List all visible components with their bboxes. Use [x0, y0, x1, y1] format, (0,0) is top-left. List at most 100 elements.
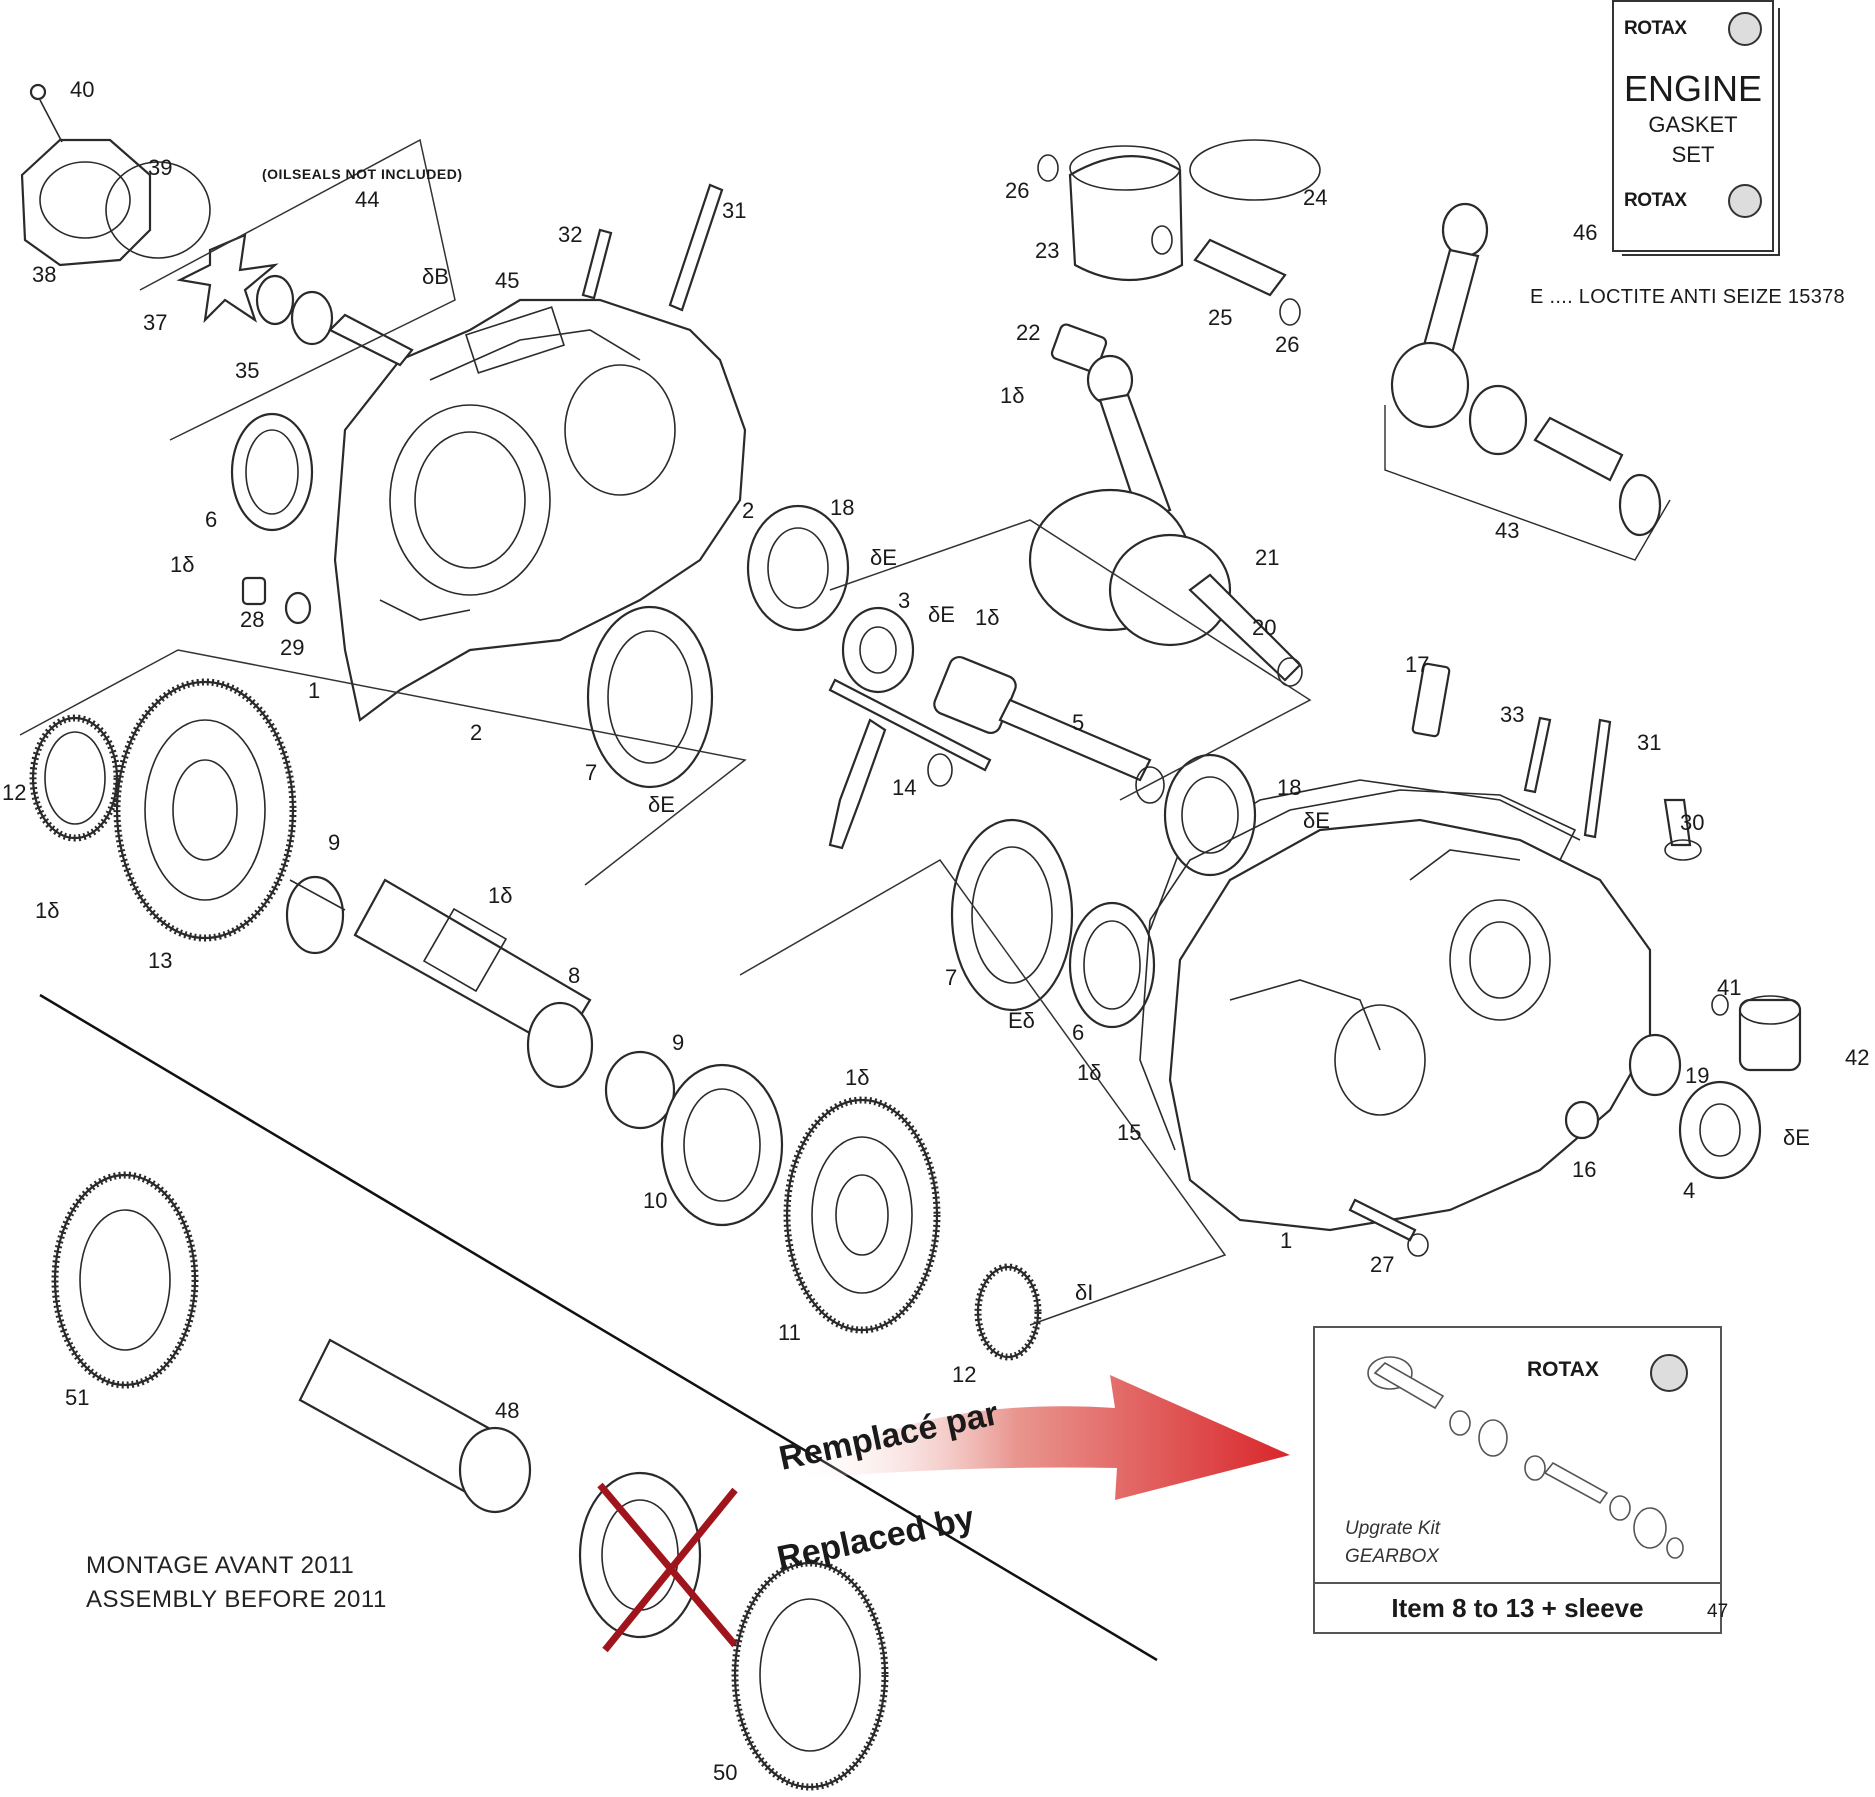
svg-text:2: 2 [470, 720, 482, 745]
svg-text:45: 45 [495, 268, 519, 293]
stud-31-right [1583, 718, 1612, 839]
bearing-4 [1678, 1080, 1762, 1180]
group-frame-crank [829, 519, 1312, 801]
pin-17 [1411, 662, 1451, 738]
group-frame-44 [139, 138, 456, 441]
svg-text:δB: δB [422, 264, 449, 289]
engine-gasket-set-box: ROTAX ENGINE GASKET SET ROTAX [1612, 0, 1774, 252]
gear-50 [731, 1559, 889, 1791]
crankshaft-20 [1028, 354, 1303, 687]
svg-text:51: 51 [65, 1385, 89, 1410]
crankcase-right [1149, 779, 1652, 1232]
clutch-drum-12-right [974, 1263, 1042, 1361]
svg-text:43: 43 [1495, 518, 1519, 543]
needle-bearing-22 [1050, 323, 1108, 373]
gasket-set-line3: SET [1671, 142, 1715, 167]
svg-text:7: 7 [945, 965, 957, 990]
svg-text:38: 38 [32, 262, 56, 287]
svg-text:10: 10 [643, 1188, 667, 1213]
replaced-by-arrow [790, 1375, 1290, 1500]
svg-text:9: 9 [672, 1030, 684, 1055]
sleeve-9-lower [604, 1050, 676, 1130]
shift-fork-14 [828, 678, 992, 850]
svg-text:12: 12 [2, 780, 26, 805]
svg-text:Eδ: Eδ [1008, 1008, 1035, 1033]
svg-text:1δ: 1δ [845, 1065, 869, 1090]
shaft-48 [298, 1338, 532, 1514]
screw-27 [1348, 1198, 1429, 1257]
svg-text:2: 2 [742, 498, 754, 523]
svg-text:16: 16 [1572, 1157, 1596, 1182]
svg-text:1: 1 [308, 678, 320, 703]
svg-text:1δ: 1δ [488, 883, 512, 908]
svg-text:40: 40 [70, 77, 94, 102]
svg-text:δE: δE [870, 545, 897, 570]
group-frame-left-crankcase [19, 649, 747, 886]
svg-text:19: 19 [1685, 1063, 1709, 1088]
oil-seal-6-right [1068, 901, 1156, 1029]
svg-text:20: 20 [1252, 615, 1276, 640]
svg-text:27: 27 [1370, 1252, 1394, 1277]
svg-text:8: 8 [568, 963, 580, 988]
bearing-3 [841, 606, 915, 694]
svg-text:24: 24 [1303, 185, 1327, 210]
svg-text:9: 9 [328, 830, 340, 855]
svg-text:30: 30 [1680, 810, 1704, 835]
svg-text:7: 7 [585, 760, 597, 785]
clutch-10 [660, 1063, 784, 1227]
starter-gear-42 [1711, 994, 1802, 1072]
svg-text:48: 48 [495, 1398, 519, 1423]
svg-text:13: 13 [148, 948, 172, 973]
replaced-label-en: Replaced by [774, 1499, 978, 1578]
clutch-drum-12-left [29, 714, 121, 842]
svg-text:δE: δE [1303, 808, 1330, 833]
svg-text:39: 39 [148, 155, 172, 180]
svg-text:22: 22 [1016, 320, 1040, 345]
svg-text:δI: δI [1075, 1280, 1093, 1305]
gasket-15 [1139, 789, 1577, 1151]
svg-text:37: 37 [143, 310, 167, 335]
sensor-30 [1663, 798, 1702, 861]
svg-text:41: 41 [1717, 975, 1741, 1000]
conrod-kit-43 [1384, 202, 1671, 561]
svg-text:31: 31 [722, 198, 746, 223]
shaft-8 [353, 878, 594, 1089]
svg-text:1δ: 1δ [1000, 383, 1024, 408]
stud-32 [581, 228, 613, 300]
gear-13 [113, 678, 297, 942]
svg-text:44: 44 [355, 187, 379, 212]
seal-19 [1628, 1033, 1682, 1097]
svg-text:1δ: 1δ [170, 552, 194, 577]
svg-text:3: 3 [898, 588, 910, 613]
svg-text:4: 4 [1683, 1178, 1695, 1203]
svg-text:1: 1 [1280, 1228, 1292, 1253]
callout-labels: 40 39 38 37 35 44 31 32 45 26 23 24 25 2… [2, 77, 1869, 1785]
bearing-18-lower [1163, 753, 1257, 877]
svg-text:11: 11 [778, 1320, 801, 1345]
svg-text:25: 25 [1208, 305, 1232, 330]
gear-51 [51, 1171, 199, 1389]
svg-text:21: 21 [1255, 545, 1279, 570]
gear-11 [783, 1096, 941, 1334]
svg-text:δE: δE [648, 792, 675, 817]
kit-line2: GEARBOX [1345, 1546, 1439, 1567]
lube-marks: 1δ δB 1δ 1δ δE δE δE 1δ 1δ 1δ δE Eδ 1δ δ… [35, 264, 1810, 1305]
rotax-badge-icon [1728, 12, 1762, 46]
rotax-logo-top: ROTAX [1624, 18, 1687, 39]
gasket-set-line2: GASKET [1648, 112, 1738, 137]
svg-text:26: 26 [1005, 178, 1029, 203]
rotax-badge-icon [1728, 184, 1762, 218]
crankcase-left [333, 298, 747, 722]
svg-text:32: 32 [558, 222, 582, 247]
svg-text:1δ: 1δ [1077, 1060, 1101, 1085]
bearing-18-upper [746, 504, 850, 632]
svg-text:28: 28 [240, 607, 264, 632]
circlip-26-top [1037, 154, 1059, 182]
svg-text:15: 15 [1117, 1120, 1141, 1145]
assembly-caption: ASSEMBLY BEFORE 2011 [86, 1586, 387, 1613]
piston-ring-24 [1189, 139, 1321, 201]
crossed-out-clutch [578, 1471, 738, 1653]
svg-text:δE: δE [1783, 1125, 1810, 1150]
piston-23 [1068, 145, 1184, 281]
